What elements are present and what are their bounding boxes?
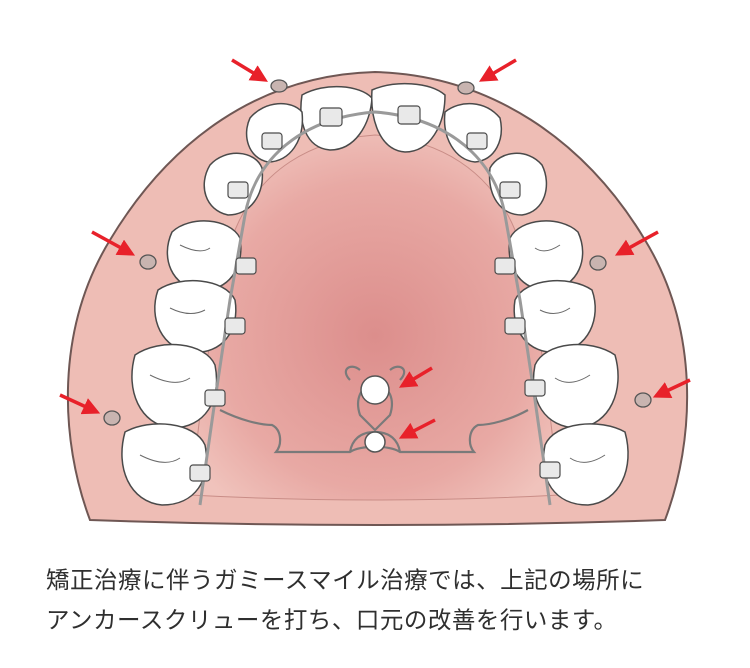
brackets	[189, 105, 561, 482]
caption-line-1: 矯正治療に伴うガミースマイル治療では、上記の場所に	[46, 566, 645, 594]
anchor-screw-icon	[103, 79, 652, 426]
dental-arch-illustration	[59, 58, 691, 526]
red-arrow-icon	[59, 58, 691, 439]
caption-line-2: アンカースクリューを打ち、口元の改善を行います。	[46, 606, 618, 634]
caption-text: 矯正治療に伴うガミースマイル治療では、上記の場所に アンカースクリューを打ち、口…	[46, 560, 736, 640]
arch-wire	[198, 110, 552, 506]
